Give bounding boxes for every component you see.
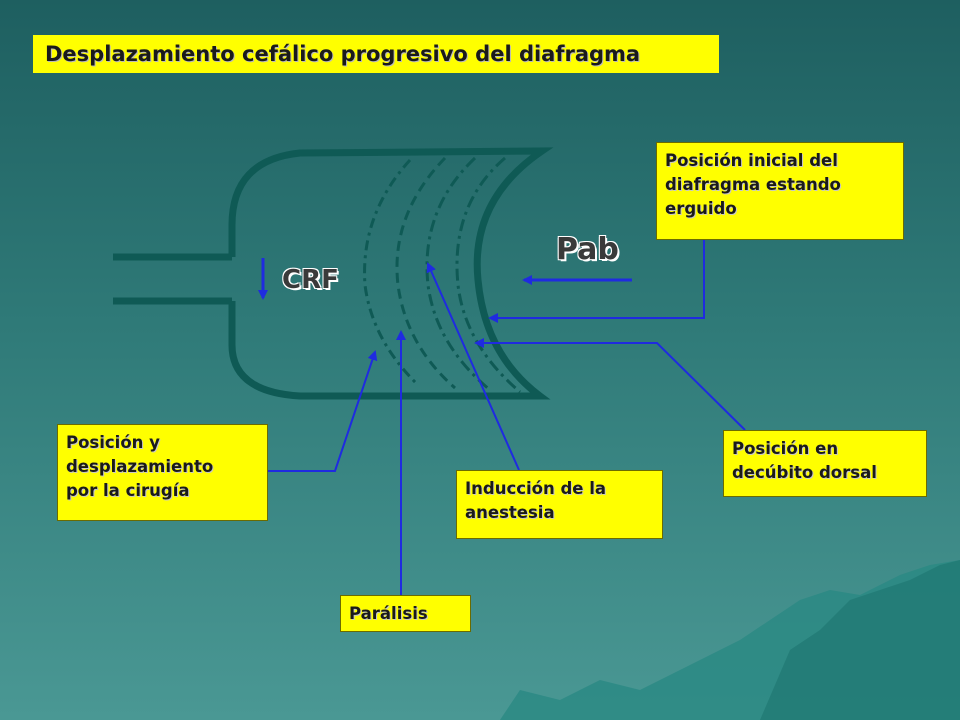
diaphragm-position-2 (425, 156, 491, 392)
decorative-peaks (760, 560, 960, 720)
thorax-outline (228, 147, 554, 400)
pab-label: Pab (556, 232, 619, 267)
slide-title: Desplazamiento cefálico progresivo del d… (33, 35, 719, 73)
box-induccion-anestesia: Inducción de la anestesia (456, 470, 663, 539)
diaphragm-position-1 (455, 156, 521, 394)
box-initial-position: Posición inicial del diafragma estando e… (656, 142, 904, 240)
crf-label: CRF (282, 265, 339, 295)
box-cirugia: Posición y desplazamiento por la cirugía (57, 424, 268, 521)
connector-induccion (426, 262, 520, 471)
connector-initial (488, 240, 705, 323)
diaphragm-position-4 (363, 158, 420, 387)
box-decubito-dorsal: Posición en decúbito dorsal (723, 430, 927, 497)
box-paralisis: Parálisis (340, 595, 471, 632)
connector-cirugia (268, 350, 378, 472)
connector-decubito (474, 338, 746, 431)
